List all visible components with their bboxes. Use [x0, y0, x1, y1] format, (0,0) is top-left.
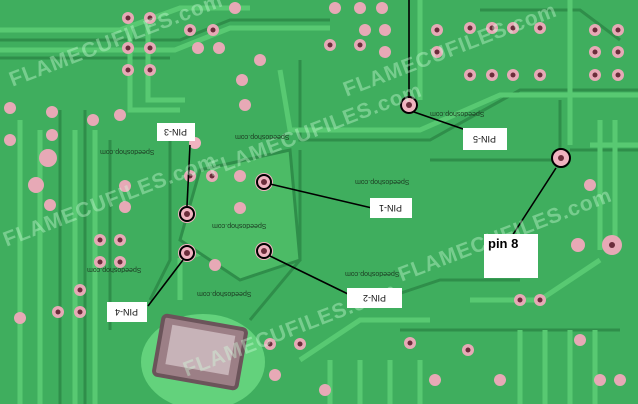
- pin-3-label: PIN-3: [157, 123, 195, 141]
- pin-2-label: PIN-2: [347, 288, 402, 308]
- silkscreen-text: Speedoshop.com: [100, 148, 155, 155]
- silkscreen-text: Speedoshop.com: [430, 110, 485, 117]
- pin-3-label-text: PIN-3: [164, 127, 188, 137]
- silkscreen-text: Speedoshop.com: [197, 290, 252, 297]
- pin-4-label-text: PIN-4: [115, 307, 139, 317]
- smd-component: [141, 313, 265, 404]
- pin-4-label: PIN-4: [107, 302, 147, 322]
- silkscreen-text: Speedoshop.com: [235, 133, 290, 140]
- pin-5-label: PIN-5: [463, 128, 507, 150]
- silkscreen-text: Speedoshop.com: [87, 266, 142, 273]
- silkscreen-text: Speedoshop.com: [355, 178, 410, 185]
- pin-8-label: pin 8: [484, 234, 538, 278]
- pin-1-label: PIN-1: [370, 198, 412, 218]
- pin-1-label-text: PIN-1: [379, 203, 403, 213]
- pin-8-label-text: pin 8: [488, 236, 519, 251]
- pin-2-label-text: PIN-2: [362, 293, 386, 303]
- pin-5-label-text: PIN-5: [473, 134, 497, 144]
- silkscreen-text: Speedoshop.com: [345, 270, 400, 277]
- silkscreen-text: Speedoshop.com: [212, 222, 267, 229]
